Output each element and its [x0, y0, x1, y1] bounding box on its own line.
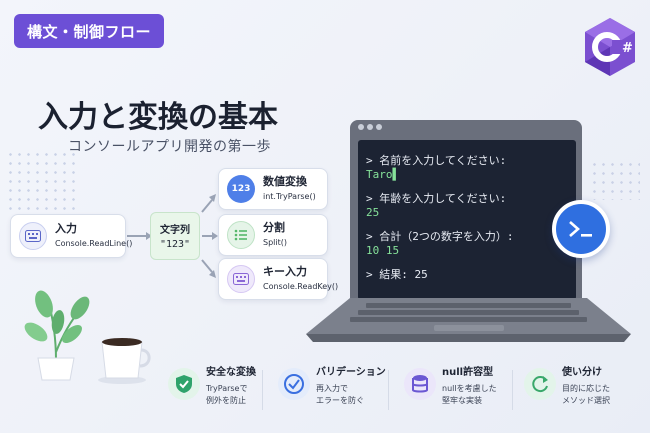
- window-dot: [358, 124, 364, 130]
- database-icon: [404, 368, 436, 400]
- feature-usage: 使い分け 目的に応じた メソッド選択: [524, 366, 610, 416]
- string-box-value: "123": [159, 239, 191, 250]
- feature-desc: TryParseで: [206, 384, 248, 393]
- conversion-box-split: 分割 Split(): [218, 214, 328, 256]
- plant-illustration: [24, 290, 90, 381]
- feature-title: バリデーション: [316, 367, 386, 378]
- page-subtitle: コンソールアプリ開発の第一歩: [68, 139, 271, 155]
- feature-desc: 目的に応じた: [562, 384, 610, 393]
- terminal-prompt-icon: [552, 200, 610, 258]
- svg-text:#: #: [622, 41, 633, 56]
- feature-desc: 例外を防止: [206, 396, 246, 405]
- conversion-method: int.TryParse(): [263, 192, 316, 201]
- dot-pattern-right: [590, 160, 640, 200]
- category-badge: 構文・制御フロー: [14, 14, 164, 48]
- terminal-line: 25: [366, 206, 380, 219]
- divider: [388, 370, 389, 410]
- conversion-label: 分割: [263, 221, 285, 234]
- conversion-method: Split(): [263, 238, 287, 247]
- string-box: 文字列 "123": [150, 212, 200, 260]
- feature-validation: バリデーション 再入力で エラーを防ぐ: [278, 366, 386, 416]
- feature-title: 使い分け: [562, 367, 602, 378]
- terminal-line: Taro▌: [366, 168, 400, 181]
- input-box-label: 入力: [55, 222, 77, 235]
- input-box: 入力 Console.ReadLine(): [10, 214, 132, 258]
- input-box-method: Console.ReadLine(): [55, 239, 133, 248]
- dot-pattern-left: [6, 150, 76, 210]
- window-dot: [367, 124, 373, 130]
- feature-desc: nullを考慮した: [442, 384, 497, 393]
- conversion-box-parse: 123 数値変換 int.TryParse(): [218, 168, 328, 210]
- feature-safe-conversion: 安全な変換 TryParseで 例外を防止: [168, 366, 256, 416]
- page-title: 入力と変換の基本: [38, 100, 278, 135]
- shield-check-icon: [168, 368, 200, 400]
- check-circle-icon: [278, 368, 310, 400]
- terminal-line: > 名前を入力してください:: [366, 154, 507, 167]
- feature-nullable: null許容型 nullを考慮した 堅牢な実装: [404, 366, 497, 416]
- list-icon: [227, 221, 255, 249]
- conversion-label: キー入力: [263, 265, 307, 278]
- number-icon: 123: [227, 175, 255, 203]
- window-dot: [376, 124, 382, 130]
- feature-desc: 堅牢な実装: [442, 396, 482, 405]
- conversion-box-readkey: キー入力 Console.ReadKey(): [218, 258, 338, 300]
- keyboard-icon: [227, 265, 255, 293]
- keyboard-icon: [19, 222, 47, 250]
- feature-desc: メソッド選択: [562, 396, 610, 405]
- divider: [262, 370, 263, 410]
- terminal-line: 10 15: [366, 244, 400, 257]
- terminal-window: > 名前を入力してください: Taro▌ > 年齢を入力してください: 25 >…: [358, 140, 576, 300]
- string-box-label: 文字列: [160, 225, 190, 236]
- conversion-label: 数値変換: [263, 175, 307, 188]
- conversion-method: Console.ReadKey(): [263, 282, 339, 291]
- terminal-line: > 合計（2つの数字を入力）:: [366, 230, 514, 243]
- feature-title: 安全な変換: [206, 367, 256, 378]
- divider: [512, 370, 513, 410]
- feature-title: null許容型: [442, 367, 494, 378]
- terminal-line: > 結果: 25: [366, 268, 428, 281]
- laptop-keyboard: [306, 298, 631, 342]
- feature-desc: 再入力で: [316, 384, 348, 393]
- refresh-icon: [524, 368, 556, 400]
- terminal-line: > 年齢を入力してください:: [366, 192, 507, 205]
- coffee-cup-illustration: [98, 338, 151, 384]
- feature-desc: エラーを防ぐ: [316, 396, 364, 405]
- csharp-logo-icon: #: [585, 18, 635, 76]
